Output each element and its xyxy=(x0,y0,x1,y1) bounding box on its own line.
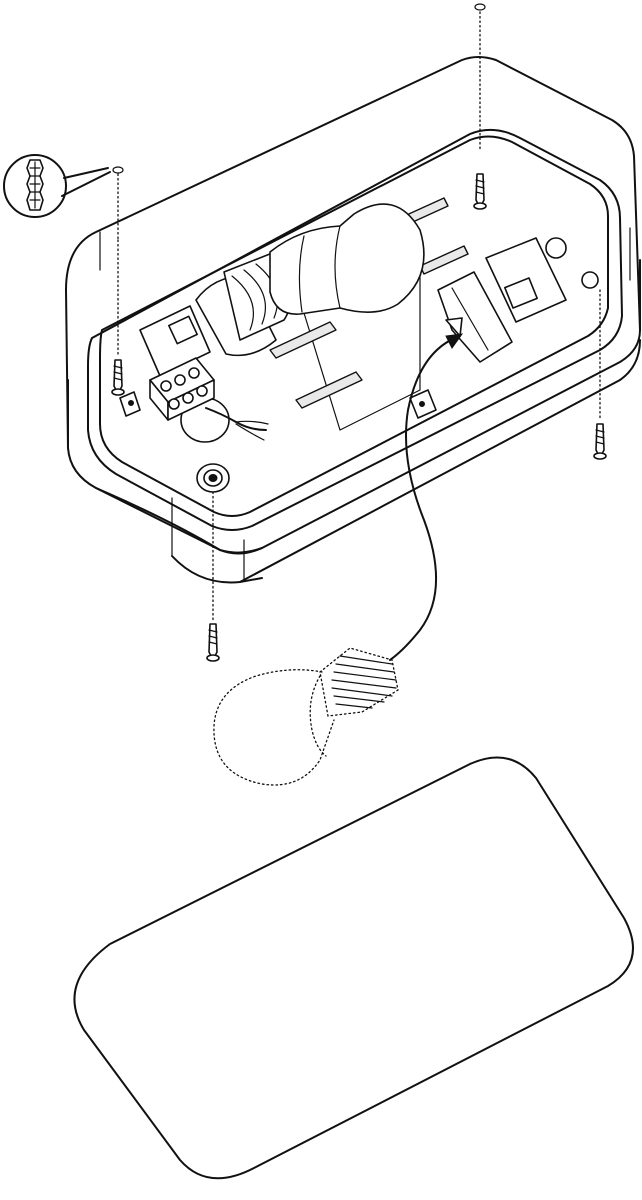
mounting-base xyxy=(65,56,641,584)
supply-cable xyxy=(180,397,269,443)
cable-clamp xyxy=(119,389,437,419)
light-bulb-installed xyxy=(269,203,425,315)
wall-plug-detail xyxy=(3,154,124,241)
lamp-holder-right xyxy=(437,237,567,363)
cable-entry-grommet xyxy=(196,463,230,493)
wall-plug-icon xyxy=(26,159,44,211)
lamp-holder xyxy=(139,249,292,377)
light-bulb xyxy=(213,647,399,786)
screw xyxy=(111,3,607,662)
standoff-posts xyxy=(269,197,469,409)
bulb-insertion-path xyxy=(389,333,464,661)
terminal-block xyxy=(149,357,215,421)
diffuser-cover xyxy=(73,756,634,1180)
